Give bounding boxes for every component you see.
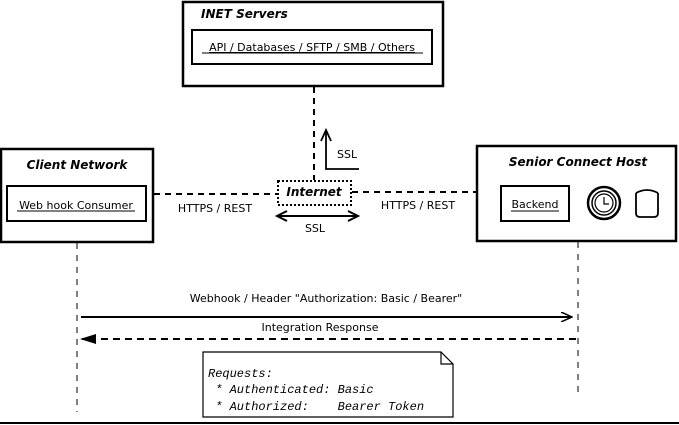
note-box [202,351,454,418]
internet-box [277,180,352,206]
backend-label: Backend [511,198,558,211]
inet-servers-title: INET Servers [201,7,288,21]
note-line-2: * Authenticated: Basic [208,383,374,397]
database-icon [635,189,659,218]
ssl-up-arrow [325,131,359,170]
internet-host-protocol-label: HTTPS / REST [381,199,455,212]
integration-response-label: Integration Response [262,321,379,334]
ssl-right-arrowhead [347,210,361,222]
note-line-1: Requests: [208,367,273,381]
client-internet-protocol-label: HTTPS / REST [178,202,252,215]
ssl-vertical-indicator: SSL [320,127,359,170]
webhook-request-label: Webhook / Header "Authorization: Basic /… [190,292,462,305]
webhook-consumer-label: Web hook Consumer [19,199,133,212]
ssl-left-arrowhead [274,210,288,222]
clock-icon [586,185,622,221]
ssl-up-arrowhead [320,127,332,142]
ssl-vertical-label: SSL [337,148,358,161]
note-fold [440,352,453,365]
webhook-consumer-box [6,185,147,222]
requests-note: Requests: * Authenticated: Basic * Autho… [202,351,454,418]
client-network-title: Client Network [27,158,129,172]
internet-title: Internet [286,185,342,199]
response-arrowhead [80,334,96,344]
inet-servers-inner-box [191,29,433,65]
ssl-horizontal-indicator: SSL [274,210,361,235]
note-line-3: * Authorized: Bearer Token [208,400,424,414]
backend-box [500,185,570,222]
inet-servers-services-label: API / Databases / SFTP / SMB / Others [209,41,415,54]
senior-connect-host-node[interactable]: Senior Connect Host Backend [475,144,678,243]
inet-servers-node[interactable]: INET Servers API / Databases / SFTP / SM… [181,0,445,88]
client-network-node[interactable]: Client Network Web hook Consumer [0,147,155,244]
internet-node[interactable]: Internet [277,180,352,206]
senior-connect-host-title: Senior Connect Host [509,155,649,169]
ssl-horizontal-label: SSL [305,222,326,235]
